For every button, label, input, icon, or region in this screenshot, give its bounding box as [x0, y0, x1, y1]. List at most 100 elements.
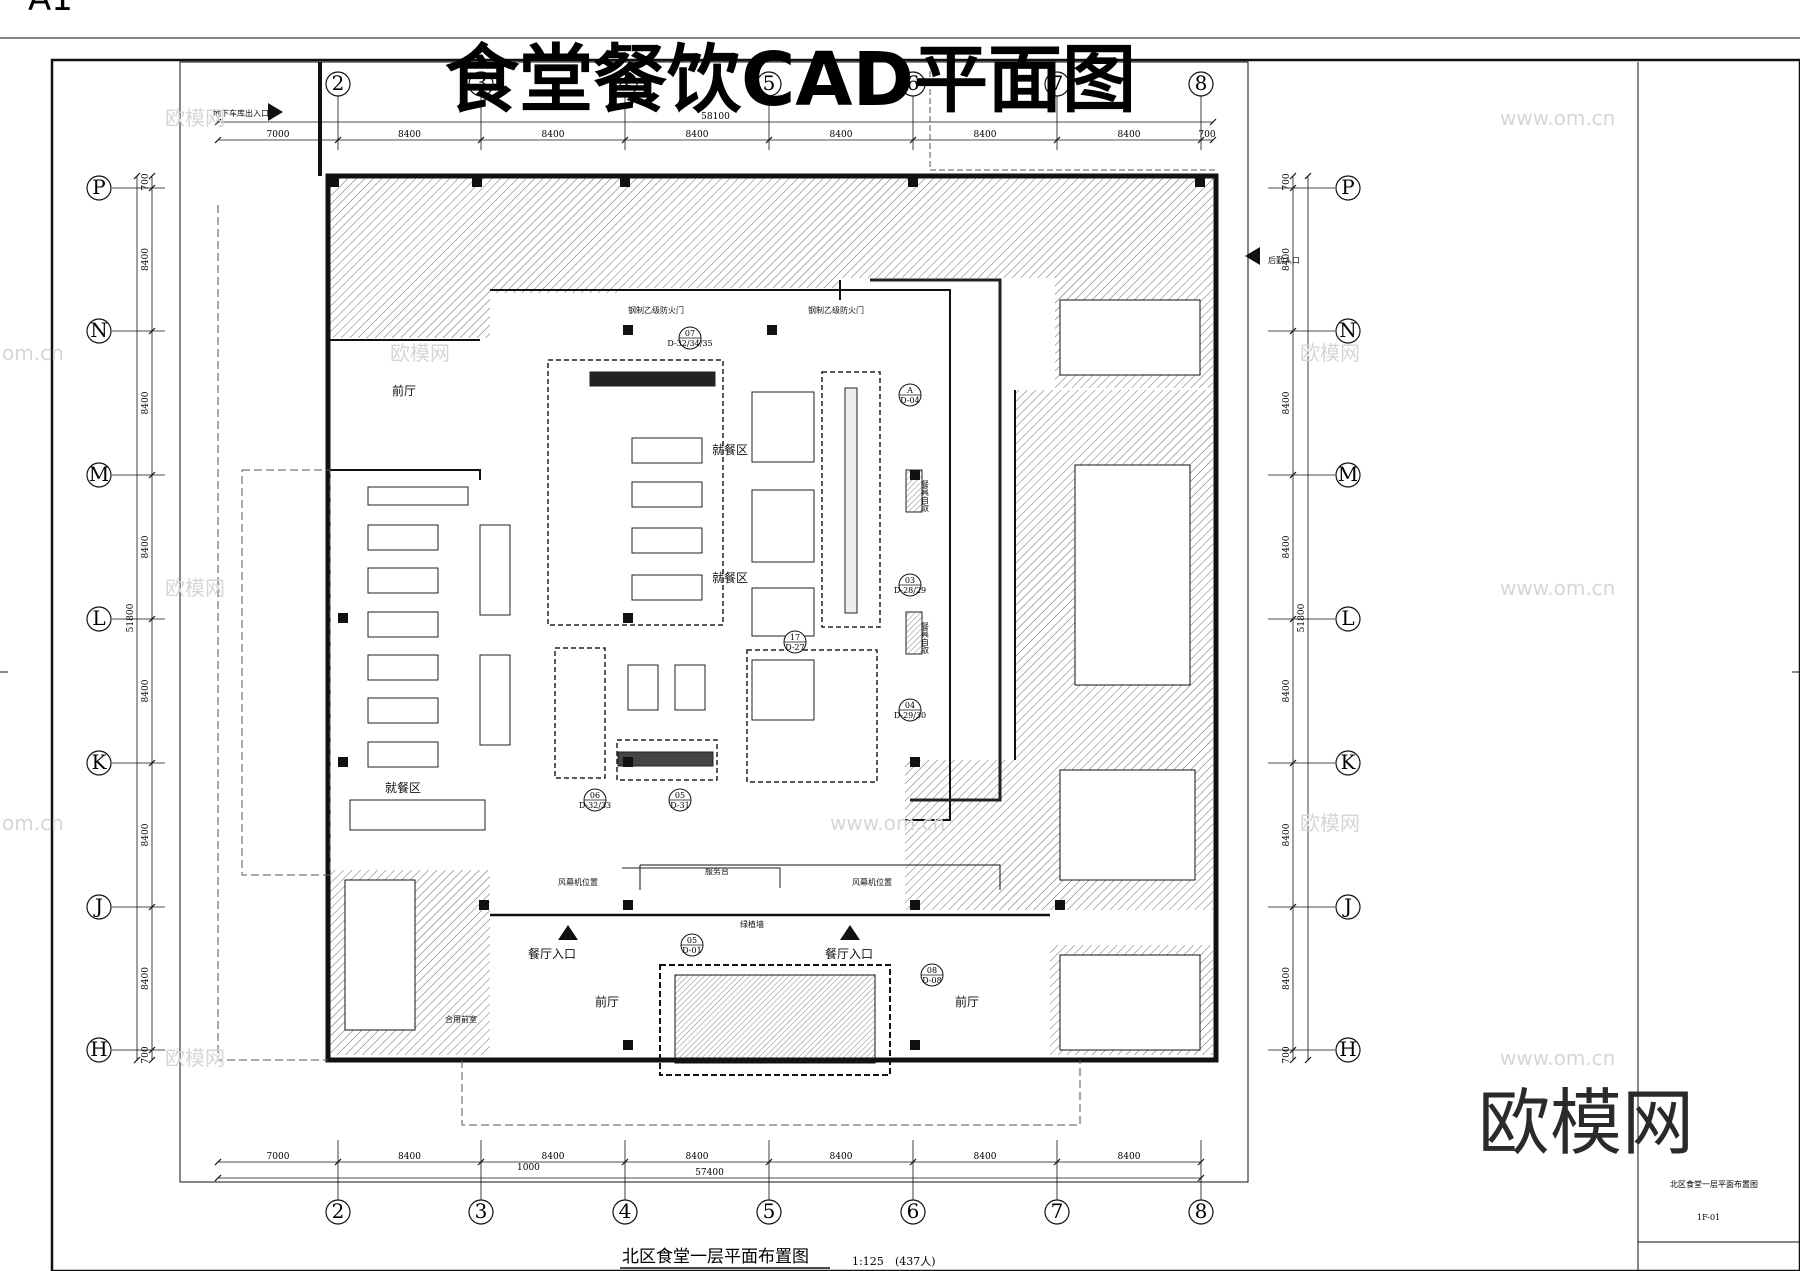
- dimension-right: 700: [1282, 173, 1292, 190]
- room-fan-left: 风幕机位置: [558, 877, 598, 887]
- sheet-name: 北区食堂一层平面布置图: [1670, 1179, 1758, 1189]
- room-dining-3: 就餐区: [385, 780, 421, 795]
- watermark-url: www.om.cn: [830, 811, 945, 835]
- grid-bubble-col-2: 2: [325, 71, 351, 97]
- table-cluster-diamonds: [349, 391, 815, 831]
- callout-marker: 05D-01: [680, 933, 704, 957]
- dimension-right: 700: [1282, 1046, 1292, 1063]
- watermark-url-partial: om.cn: [2, 341, 64, 365]
- watermarks: 欧模网 欧模网 欧模网 欧模网 欧模网 欧模网 www.om.cn www.om…: [2, 106, 1694, 1165]
- grid-bubble-col-6: 6: [900, 1199, 926, 1225]
- callout-number: 03: [905, 576, 915, 585]
- columns: [329, 177, 1205, 1050]
- grid-bubble-row-H: H: [86, 1037, 112, 1063]
- dimension-bottom: 8400: [1118, 1152, 1141, 1162]
- room-lobby-bottom-left: 前厅: [595, 994, 619, 1009]
- grid-bubble-row-K: K: [86, 750, 112, 776]
- dimension-bottom: 8400: [830, 1152, 853, 1162]
- room-shared: 合用前室: [445, 1014, 477, 1024]
- dimension-top: 8400: [542, 130, 565, 140]
- sheet-frame: [0, 37, 1800, 1271]
- callout-ref: D-29/30: [894, 711, 926, 720]
- dimension-right: 8400: [1282, 967, 1292, 990]
- grid-bubble-row-P-label: P: [92, 175, 105, 199]
- room-utensil-2: 餐具自取: [921, 622, 930, 655]
- dimension-left: 8400: [141, 679, 151, 702]
- grid-bubble-row-M-label: M: [89, 462, 109, 486]
- watermark-url: www.om.cn: [1500, 106, 1615, 130]
- dimension-top: 8400: [686, 130, 709, 140]
- dimension-left: 700: [141, 1046, 151, 1063]
- grid-bubble-row-J-label: J: [93, 894, 103, 918]
- callout-number: 04: [905, 701, 915, 710]
- grid-bubble-col-8-label: 8: [1195, 1199, 1208, 1223]
- callout-ref: D-28/29: [894, 586, 926, 595]
- dimension-bottom: 7000: [267, 1152, 290, 1162]
- dimension-left-total: 51800: [126, 603, 136, 632]
- table-cluster-left: [367, 524, 511, 768]
- grid-bubble-row-P-label: P: [1341, 175, 1354, 199]
- grid-bubble-col-6-label: 6: [907, 71, 920, 95]
- callout-number: A: [906, 386, 913, 395]
- callout-number: 17: [790, 633, 800, 642]
- callout-marker: 07D-32/34/35: [667, 326, 713, 350]
- callout-ref: D-31: [670, 801, 689, 810]
- grid-bubble-col-6-label: 6: [907, 1199, 920, 1223]
- callout-marker: 17D-27: [783, 630, 807, 654]
- plan-caption-capacity: (437人): [895, 1255, 936, 1268]
- dimension-left: 8400: [141, 248, 151, 271]
- grid-bubble-row-N-label: N: [90, 318, 108, 342]
- callout-ref: D-32/34/35: [667, 339, 712, 348]
- callout-ref: D-32/33: [579, 801, 611, 810]
- watermark-logo: 欧模网: [1300, 811, 1360, 835]
- watermark-logo: 欧模网: [390, 341, 450, 365]
- dimension-bottom-total: 57400: [695, 1168, 724, 1178]
- entrance-dining-left: 餐厅入口: [528, 946, 576, 961]
- grid-bubble-row-N: N: [1335, 318, 1361, 344]
- grid-bubble-row-M-label: M: [1338, 462, 1358, 486]
- dimension-top-total: 58100: [701, 112, 730, 122]
- plan-caption: 北区食堂一层平面布置图 1:125 (437人): [620, 1247, 936, 1269]
- callout-number: 07: [685, 329, 695, 338]
- plan-caption-scale: 1:125: [852, 1255, 884, 1268]
- grid-bubble-row-M: M: [86, 462, 112, 488]
- dimension-top: 8400: [830, 130, 853, 140]
- grid-bubble-col-5-label: 5: [763, 71, 776, 95]
- callout-number: 05: [675, 791, 685, 800]
- grid-bubble-col-8-label: 8: [1195, 71, 1208, 95]
- title-block: 北区食堂一层平面布置图 1F-01: [1670, 1179, 1758, 1222]
- grid-bubble-col-7-label: 7: [1051, 1199, 1064, 1223]
- dimension-left: 700: [141, 173, 151, 190]
- grid-bubble-row-L-label: L: [92, 606, 105, 630]
- watermark-logo: 欧模网: [1300, 341, 1360, 365]
- grid-bubble-col-2: 2: [325, 1199, 351, 1225]
- room-fire-door-1: 钢制乙级防火门: [628, 305, 684, 315]
- grid-bubble-row-M: M: [1335, 462, 1361, 488]
- watermark-url: www.om.cn: [1500, 576, 1615, 600]
- callout-number: 05: [687, 936, 697, 945]
- room-fan-right: 风幕机位置: [852, 877, 892, 887]
- watermark-logo-large: 欧模网: [1478, 1081, 1694, 1165]
- plan-caption-title: 北区食堂一层平面布置图: [622, 1247, 809, 1267]
- grid-bubble-row-J: J: [1335, 894, 1361, 920]
- grid-bubble-row-K: K: [1335, 750, 1361, 776]
- grid-bubble-col-4-label: 4: [619, 71, 632, 95]
- dimension-right: 8400: [1282, 679, 1292, 702]
- grid-bubble-col-3-label: 3: [475, 1199, 488, 1223]
- dimension-bottom: 8400: [974, 1152, 997, 1162]
- grid-bubble-row-L: L: [1335, 606, 1361, 632]
- sheet-number: 1F-01: [1697, 1213, 1720, 1222]
- watermark-logo: 欧模网: [165, 106, 225, 130]
- grid-bubble-col-6: 6: [900, 71, 926, 97]
- dimension-right: 8400: [1282, 248, 1292, 271]
- callout-marker: 03D-28/29: [894, 573, 926, 597]
- room-lobby-bottom-right: 前厅: [955, 994, 979, 1009]
- watermark-logo: 欧模网: [165, 1046, 225, 1070]
- callout-ref: D-04: [900, 396, 919, 405]
- grid-bubble-col-2-label: 2: [332, 71, 345, 95]
- dimension-top: 8400: [974, 130, 997, 140]
- grid-bubble-row-K-label: K: [92, 750, 108, 774]
